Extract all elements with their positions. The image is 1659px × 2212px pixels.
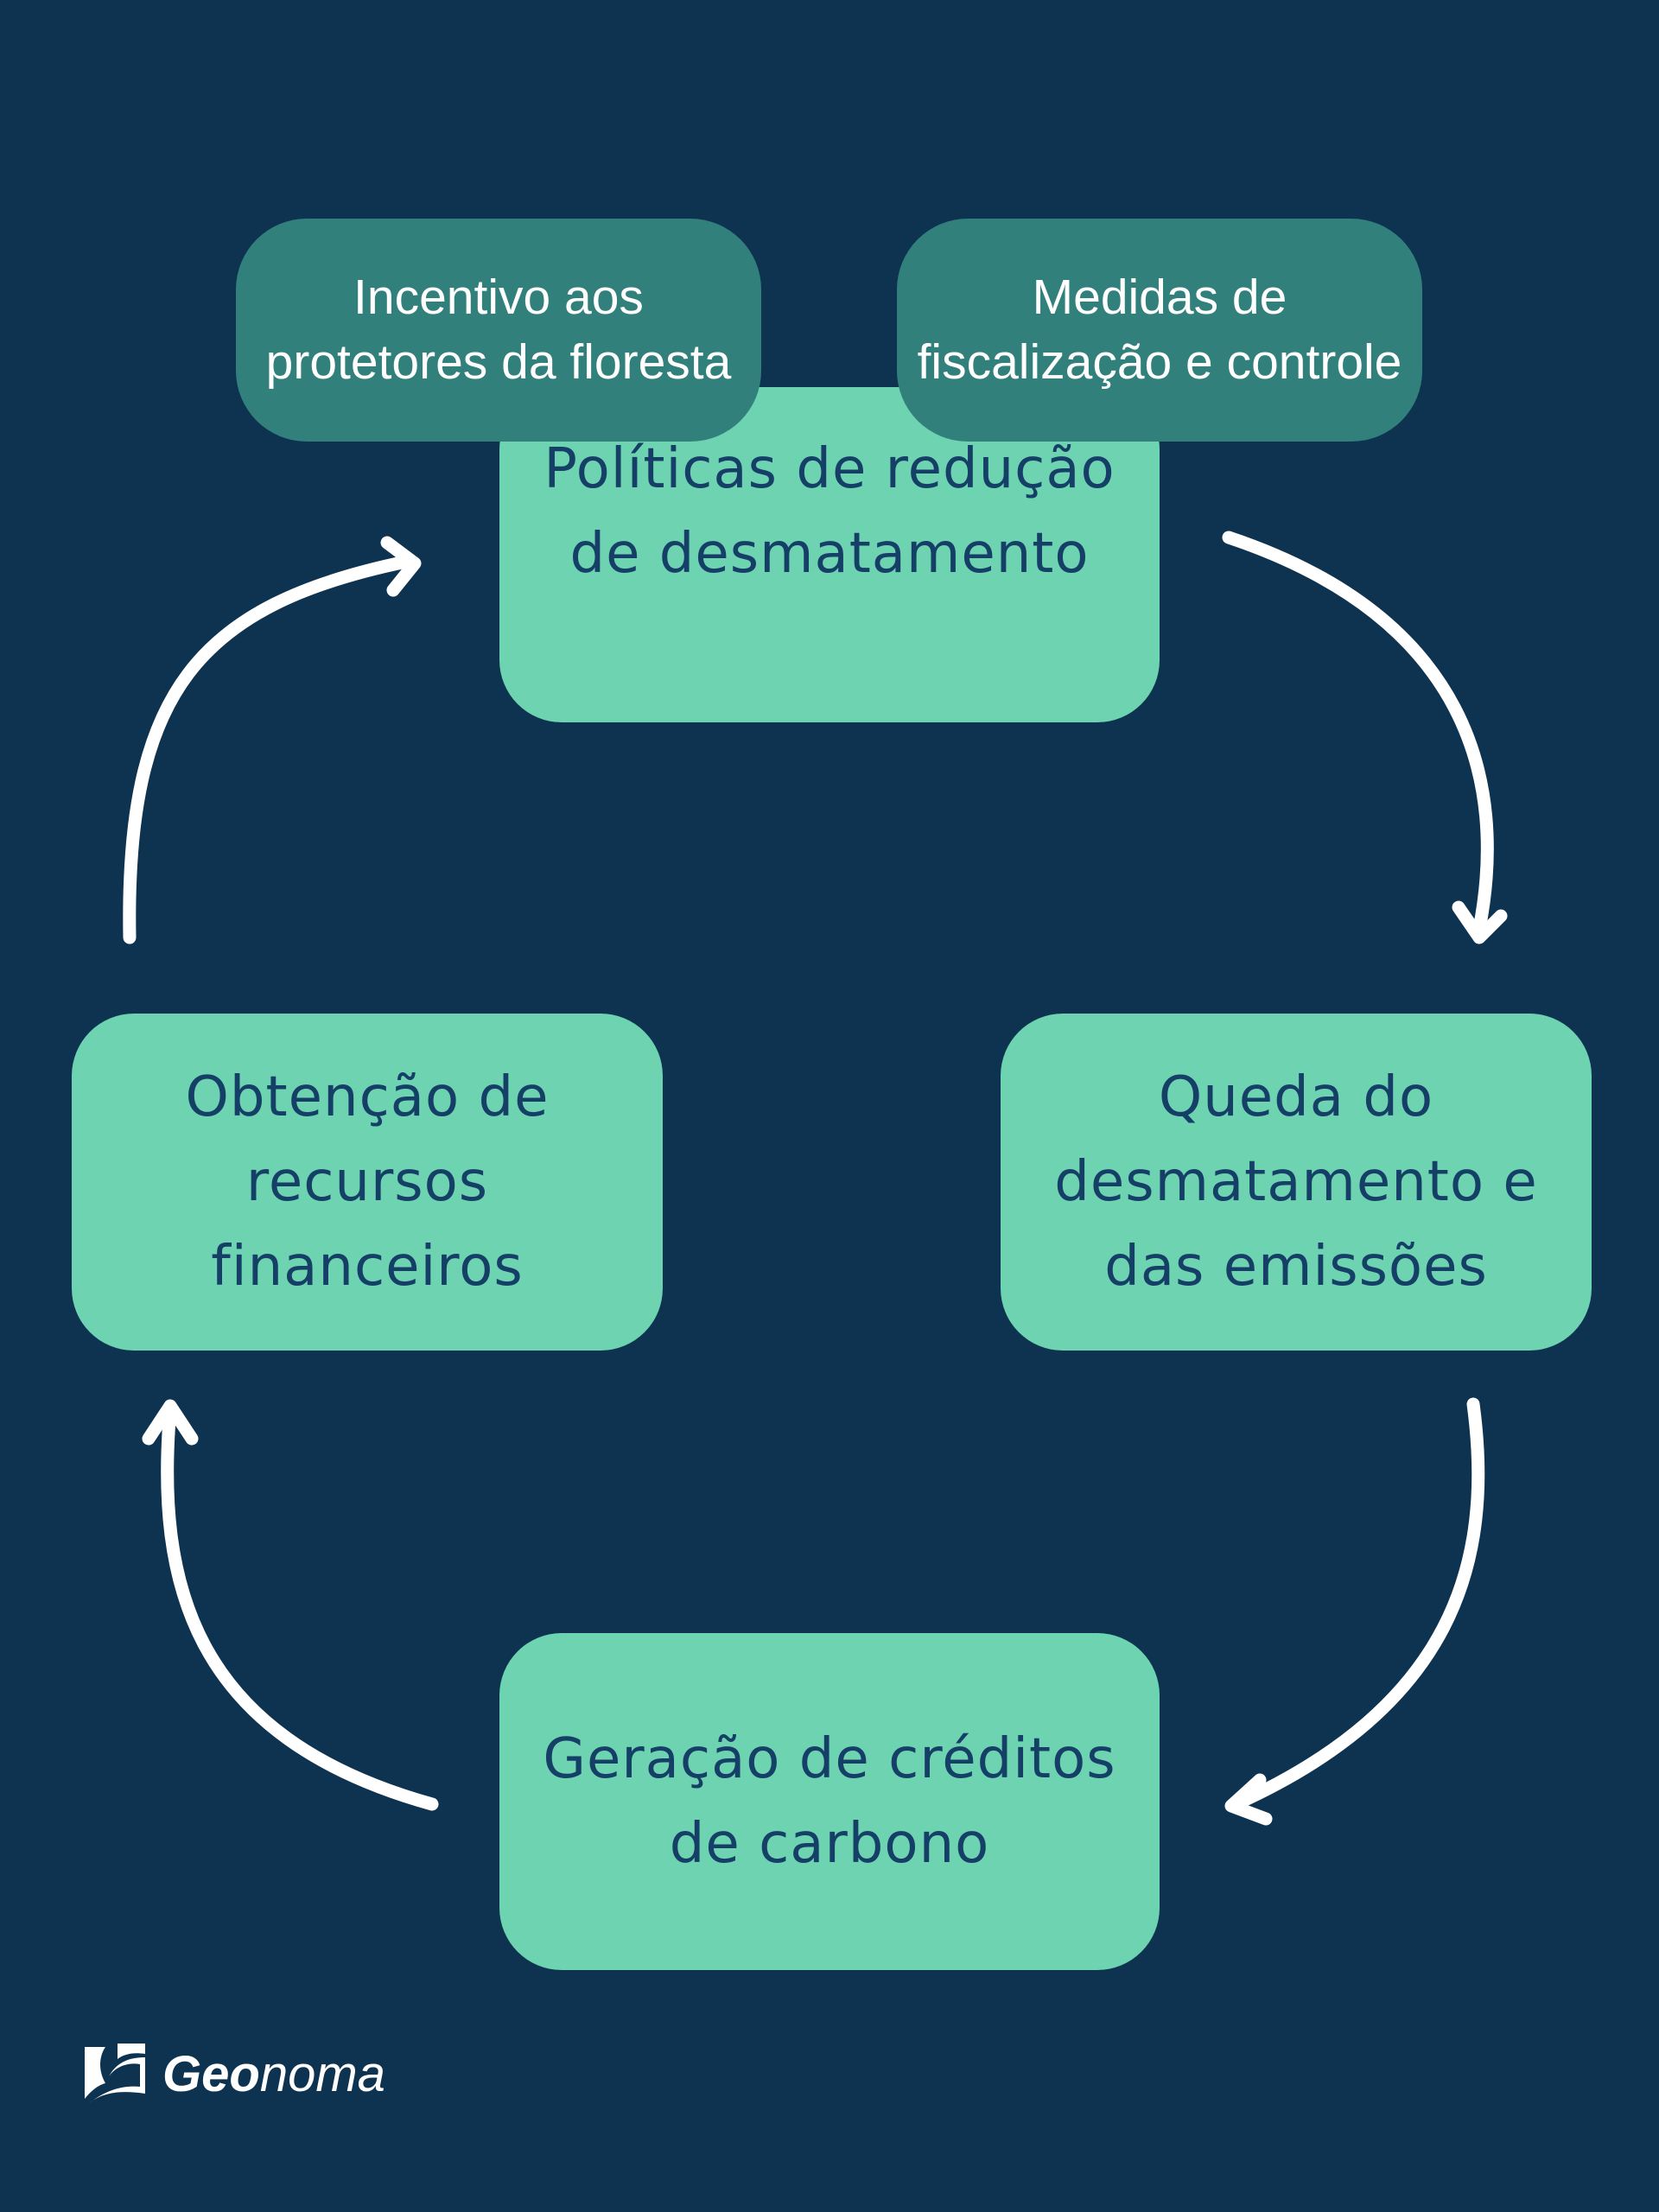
leaf-book-icon — [85, 2044, 145, 2104]
geonoma-logo: Geonoma — [79, 2035, 385, 2113]
box-queda-desmatamento-emissoes: Queda do desmatamento e das emissões — [1001, 1014, 1592, 1351]
arrow-politicas-to-queda — [1222, 531, 1494, 936]
arrow-obtencao-to-politicas — [123, 555, 413, 944]
box-medidas-fiscalizacao: Medidas de fiscalização e controle — [897, 219, 1422, 442]
logo-wordmark-bold: Geo — [162, 2045, 260, 2102]
box-politicas-reducao-desmatamento: Políticas de redução de desmatamento — [499, 387, 1160, 722]
arrow-head-queda-to-geracao — [1224, 1773, 1273, 1826]
arrow-head-politicas-to-queda — [1452, 900, 1508, 944]
arrow-queda-to-geracao — [1229, 1397, 1485, 1811]
logo-wordmark: Geonoma — [162, 2045, 385, 2103]
arrow-head-obtencao-to-politicas — [380, 536, 422, 597]
logo-wordmark-light: noma — [259, 2045, 385, 2102]
box-incentivo-protetores: Incentivo aos protetores da floresta — [236, 219, 761, 442]
box-obtencao-recursos-financeiros: Obtenção de recursos financeiros — [72, 1014, 663, 1351]
box-geracao-creditos-carbono: Geração de créditos de carbono — [499, 1633, 1160, 1970]
arrow-head-geracao-to-obtencao — [142, 1399, 199, 1446]
arrow-geracao-to-obtencao — [161, 1402, 439, 1811]
